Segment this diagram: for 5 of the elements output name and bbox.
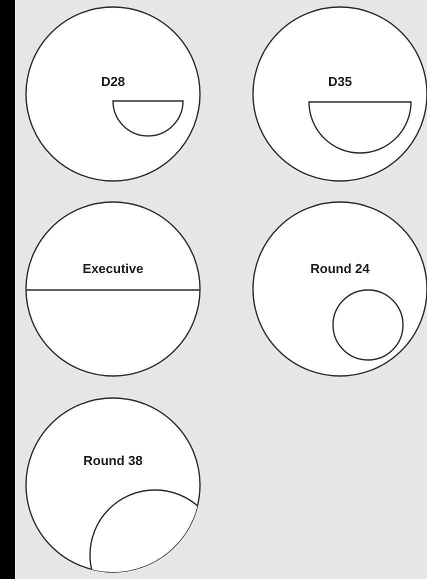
table-label: Executive (82, 262, 144, 275)
table-label: Round 24 (310, 262, 370, 275)
table-label: D28 (101, 75, 125, 88)
table-label: Round 38 (83, 454, 143, 467)
table-label: D35 (328, 75, 352, 88)
